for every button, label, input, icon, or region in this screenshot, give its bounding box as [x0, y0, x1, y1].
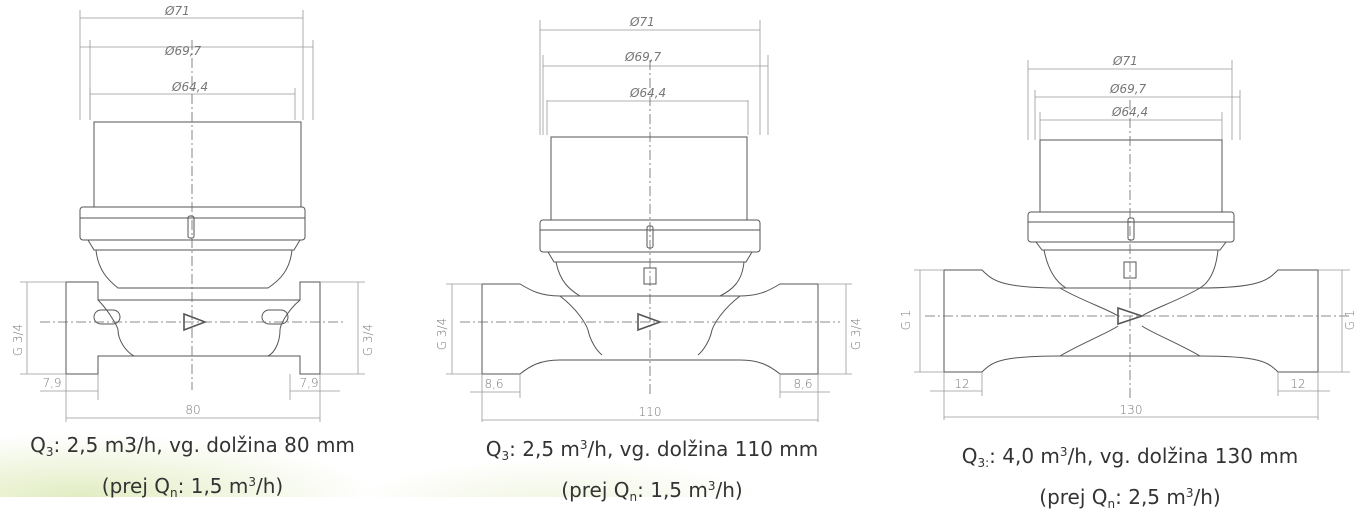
meter-1-body	[65, 281, 321, 375]
meter-2-caption-line2: (prej Qn: 1,5 m3/h)	[561, 478, 743, 504]
meter-3-dim-mid: Ø69,7	[1109, 82, 1147, 96]
meter-1-drawing: Ø71 Ø69,7 Ø64,4	[11, 4, 375, 422]
meter-1-thread-right: G 3/4	[361, 324, 375, 356]
meter-3-body	[943, 269, 1319, 373]
meter-3-caption: Q3:: 4,0 m3/h, vg. dolžina 130 mm (prej …	[935, 437, 1325, 519]
meter-1-caption-line1: Q3: 2,5 m3/h, vg. dolžina 80 mm	[30, 433, 355, 459]
meter-3-end-right: 12	[1290, 377, 1305, 391]
meter-2-caption-line1: Q3: 2,5 m3/h, vg. dolžina 110 mm	[485, 437, 819, 463]
meter-1-dim-inner: Ø64,4	[171, 80, 208, 94]
meter-1-caption: Q3: 2,5 m3/h, vg. dolžina 80 mm (prej Qn…	[20, 430, 365, 508]
meter-3-caption-line1: Q3:: 4,0 m3/h, vg. dolžina 130 mm	[961, 444, 1299, 470]
meter-3-register	[1039, 139, 1223, 213]
meter-3-end-left: 12	[954, 377, 969, 391]
meter-1-end-right: 7,9	[299, 376, 318, 390]
meter-2-drawing: Ø71 Ø69,7 Ø64,4 G 3/4	[435, 15, 863, 422]
meter-1-end-left: 7,9	[42, 376, 61, 390]
meter-3-drawing: Ø71 Ø69,7 Ø64,4	[899, 54, 1355, 420]
meter-2-end-right: 8,6	[793, 377, 812, 391]
meter-2-dim-inner: Ø64,4	[629, 86, 666, 100]
meter-1-register	[93, 121, 302, 208]
meter-3-dim-outer: Ø71	[1112, 54, 1138, 68]
technical-drawing: Ø71 Ø69,7 Ø64,4	[11, 4, 1355, 422]
meter-2-register	[550, 136, 748, 221]
meter-3-caption-line2: (prej Qn: 2,5 m3/h)	[1039, 485, 1221, 511]
meter-2-thread-left: G 3/4	[435, 318, 449, 350]
meter-1-length: 80	[185, 403, 200, 417]
meter-1-dim-mid: Ø69,7	[164, 44, 202, 58]
meter-1-dim-outer: Ø71	[164, 4, 190, 18]
meter-2-dim-outer: Ø71	[629, 15, 655, 29]
meter-2-caption: Q3: 2,5 m3/h, vg. dolžina 110 mm (prej Q…	[462, 430, 842, 512]
meter-3-dim-inner: Ø64,4	[1111, 105, 1148, 119]
meter-2-thread-right: G 3/4	[849, 318, 863, 350]
meter-1-caption-line2: (prej Qn: 1,5 m3/h)	[101, 474, 284, 500]
meter-2-length: 110	[639, 405, 662, 419]
meter-3-length: 130	[1120, 403, 1143, 417]
meter-1-thread-left: G 3/4	[11, 324, 25, 356]
meter-2-dim-mid: Ø69,7	[624, 50, 662, 64]
meter-2-end-left: 8,6	[484, 377, 503, 391]
meter-3-thread-left: G 1	[899, 310, 913, 331]
meter-3-thread-right: G 1	[1343, 310, 1355, 331]
